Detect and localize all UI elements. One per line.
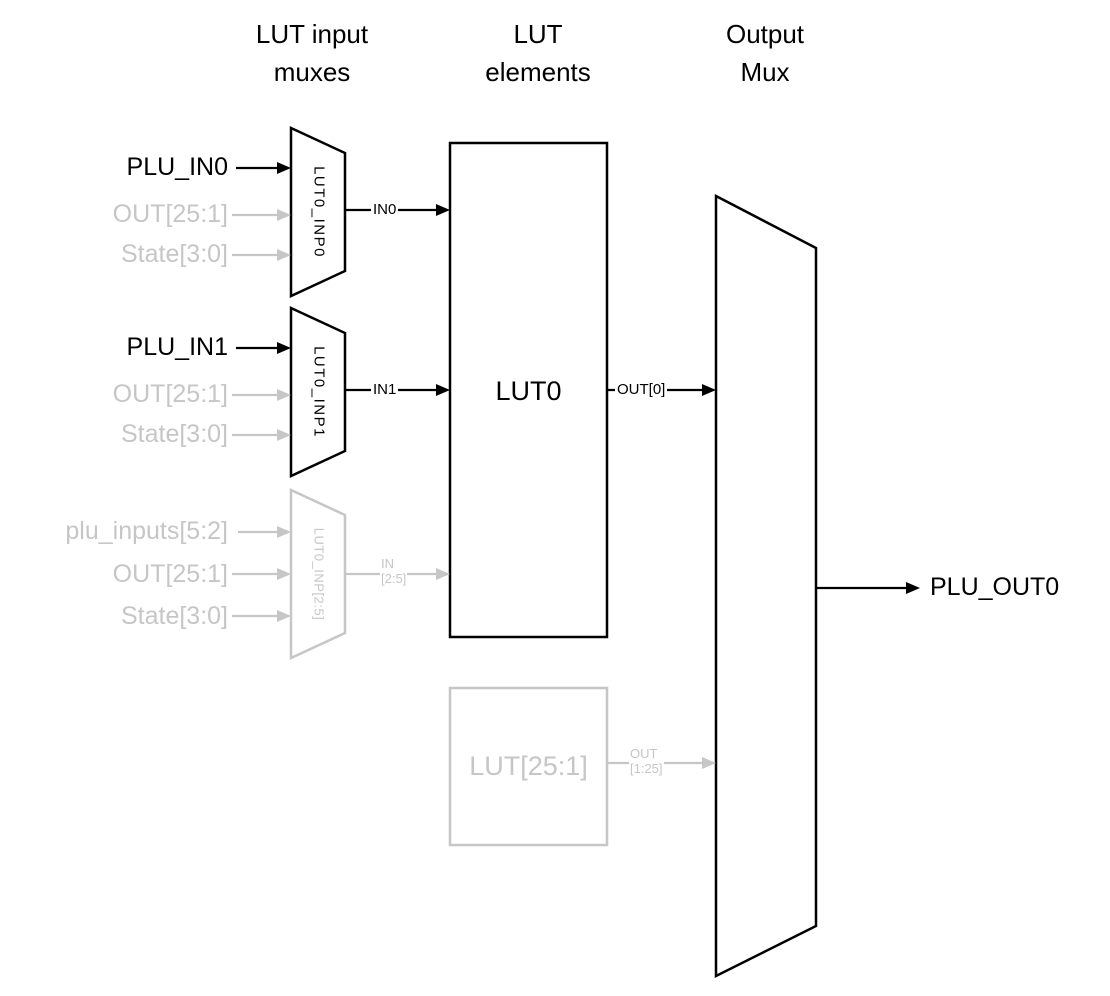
- mux1-name-label: LUT0_INP1: [310, 346, 328, 438]
- arrowhead-plu-in0: [277, 162, 291, 174]
- arrowhead-in2-5: [436, 568, 450, 580]
- signal-label-plu-in0: PLU_IN0: [126, 153, 228, 181]
- mux0-name-label: LUT0_INP0: [310, 166, 328, 258]
- signal-label-out25-mux2: OUT[25:1]: [112, 560, 228, 588]
- wire-label-in1: IN1: [371, 381, 399, 398]
- arrowhead-out0: [702, 384, 716, 396]
- mux1-trapezoid: [289, 306, 347, 478]
- arrowhead-state-mux1: [277, 429, 291, 441]
- arrowhead-out1-25: [702, 757, 716, 769]
- arrowhead-out25-mux0: [277, 209, 291, 221]
- wire-label-out0: OUT[0]: [615, 381, 668, 398]
- column-header-lut-input-muxes: LUT input muxes: [255, 19, 369, 87]
- arrowhead-plu-inputs: [277, 526, 291, 538]
- arrowhead-in1: [436, 384, 450, 396]
- lut0-title: LUT0: [495, 376, 562, 406]
- output-mux-trapezoid: [714, 193, 818, 979]
- signal-label-state-mux1: State[3:0]: [120, 420, 228, 448]
- signal-label-out25-mux0: OUT[25:1]: [112, 200, 228, 228]
- signal-label-out25-mux1: OUT[25:1]: [112, 380, 228, 408]
- mux0-trapezoid: [289, 126, 347, 298]
- wire-label-out1-25: OUT [1:25]: [629, 746, 664, 776]
- column-header-output-mux: Output Mux: [725, 19, 805, 87]
- arrowhead-out25-mux2: [277, 568, 291, 580]
- arrowhead-in0: [436, 204, 450, 216]
- signal-label-state-mux2: State[3:0]: [120, 602, 228, 630]
- signal-label-plu-out0: PLU_OUT0: [930, 573, 1060, 601]
- arrowhead-state-mux0: [277, 249, 291, 261]
- mux2-name-label: LUT0_INP[2:5]: [311, 527, 327, 621]
- signal-label-plu-inputs: plu_inputs[5:2]: [65, 517, 228, 545]
- wire-label-in0: IN0: [371, 201, 399, 218]
- signal-label-plu-in1: PLU_IN1: [126, 333, 228, 361]
- signal-label-state-mux0: State[3:0]: [120, 240, 228, 268]
- lut-rest-title: LUT[25:1]: [469, 751, 588, 781]
- mux2-trapezoid: [289, 488, 347, 660]
- column-header-lut-elements: LUT elements: [485, 19, 591, 87]
- lut-rest-box: [448, 686, 609, 847]
- wire-label-in2-5: IN [2:5]: [380, 556, 408, 586]
- arrowhead-state-mux2: [277, 610, 291, 622]
- arrowhead-out25-mux1: [277, 389, 291, 401]
- arrowhead-plu-out0: [906, 582, 920, 594]
- arrowhead-plu-in1: [277, 342, 291, 354]
